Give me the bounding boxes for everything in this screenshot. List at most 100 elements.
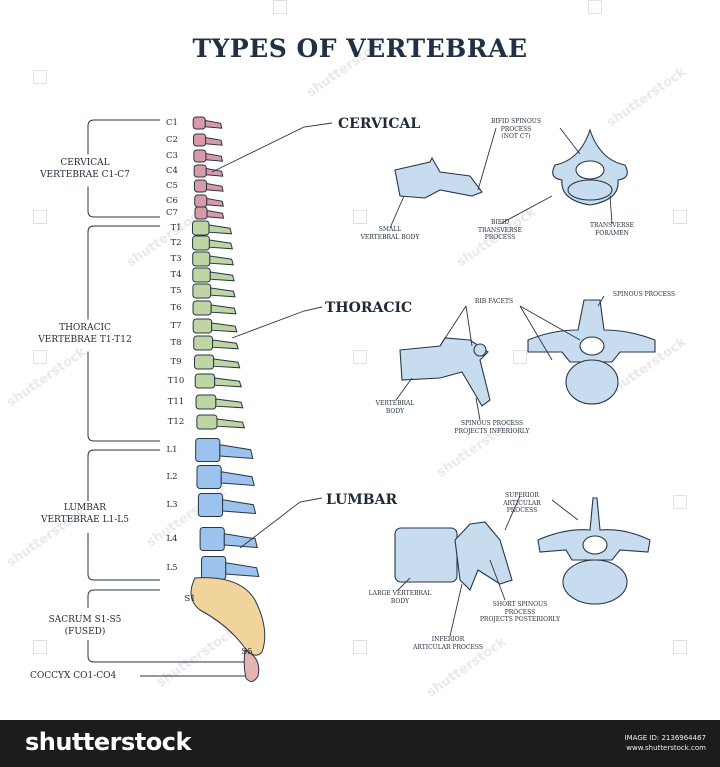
vertebra-t2-process [208,239,234,250]
ann-bifid-spinous-l2: PROCESS [500,125,532,133]
vertebra-l5-body [201,556,227,580]
level-label-c3: C3 [166,151,178,161]
level-label-c1: C1 [166,118,178,128]
vertebra-l2-process [220,471,255,487]
leader-line-1 [211,122,333,173]
leader-line-9 [439,305,467,347]
vertebra-t8 [193,335,239,351]
ann-bifid-transverse-l2: TRANSVERSE [478,226,522,234]
page-title: TYPES OF VERTEBRAE [192,34,528,63]
ann-inferior-articular-l1: INFERIOR [431,636,465,643]
watermark-square [33,350,47,364]
site-text: www.shutterstock.com [626,744,706,752]
vertebra-t7-process [211,322,238,333]
section-thoracic: THORACIC [325,300,413,316]
leader-line-14 [395,377,413,401]
vertebra-l3-process [222,499,257,515]
ann-bifid-transverse-l3: PROCESS [484,234,516,241]
ann-transverse-foramen-l2: FORAMEN [595,229,629,237]
level-label-t11: T11 [167,397,185,407]
section-cervical: CERVICAL [338,116,421,132]
leader-line-19 [489,559,506,601]
leader-line-12 [519,305,581,341]
footer-bar: shutterstock IMAGE ID: 2136964467 www.sh… [0,720,720,767]
leader-line-10 [465,305,473,347]
lumbar-side-body [394,527,458,583]
group-label-lumbar: LUMBAR VERTEBRAE L1-L5 [30,502,140,526]
vertebra-l1-body [195,438,221,462]
ann-small-body-l2: VERTEBRAL BODY [360,233,420,241]
watermark-square [33,640,47,654]
diagram-canvas: shutterstock shutterstock shutterstock s… [4,0,689,700]
level-label-l1: L1 [166,445,178,455]
watermark-square [673,495,687,509]
vertebra-c6-process [206,197,224,207]
image-id-text: IMAGE ID: 2136964467 [624,734,706,742]
level-label-c5: C5 [166,181,178,191]
vertebra-l4 [199,527,258,551]
vertebra-c5-process [206,182,224,192]
ann-short-spinous-l1: SHORT SPINOUS [492,601,548,608]
leader-line-17 [551,499,579,521]
group-lumbar-line2: VERTEBRAE L1-L5 [40,515,130,525]
bracket-thoracic-bottom [87,351,160,442]
group-cervical-line1: CERVICAL [60,158,110,168]
vertebra-c6-body [194,194,208,208]
ann-large-body-l1: LARGE VERTEBRAL [368,590,432,597]
leader-line-4 [477,127,497,191]
vertebra-t11-process [215,398,244,409]
vertebra-t10-process [214,377,242,388]
ann-large-body-l2: BODY [390,597,410,605]
vertebra-t3 [192,251,234,267]
watermark-square [33,70,47,84]
level-label-s1: S1 [184,594,196,604]
level-label-t9: T9 [170,357,182,367]
ann-vertebral-body: VERTEBRAL BODY [370,400,420,415]
vertebra-l5-process [225,562,260,578]
vertebra-t3-process [209,255,234,266]
sacrum [190,577,266,656]
lumbar-top-body [562,559,628,605]
ann-bifid-transverse: BIFID TRANSVERSE PROCESS [470,219,530,242]
vertebra-c7-body [194,206,208,220]
leader-lines [211,122,613,637]
ann-superior-articular-l2: ARTICULAR [503,499,541,507]
vertebra-t7 [192,318,238,334]
level-label-t2: T2 [170,238,182,248]
vertebra-c7-process [206,209,225,219]
ann-transverse-foramen: TRANSVERSE FORAMEN [582,222,642,237]
leader-line-11 [519,305,553,361]
leader-line-6 [389,195,405,229]
vertebra-t5-process [210,287,236,298]
level-label-l5: L5 [166,563,178,573]
vertebra-l2-body [196,465,222,489]
ann-superior-articular-l1: SUPERIOR [505,492,539,499]
vertebra-c3-body [193,149,207,163]
bracket-cervical-top [87,119,160,155]
watermark-square [273,0,287,14]
cervical-foramen [575,160,605,180]
level-label-t7: T7 [170,321,182,331]
vertebra-t3-body [192,251,211,267]
vertebra-l4-body [199,527,225,551]
group-lumbar-line1: LUMBAR [63,503,107,513]
ann-inferior-articular: INFERIOR ARTICULAR PROCESS [408,636,488,651]
section-lumbar: LUMBAR [326,492,398,508]
vertebra-l3-body [197,493,224,517]
vertebra-c5 [193,179,224,193]
level-label-l3: L3 [166,500,178,510]
vertebra-t7-body [192,318,213,334]
level-label-t1: T1 [170,223,182,233]
level-label-t3: T3 [170,254,182,264]
leader-line-7 [499,195,553,225]
lumbar-top-view [537,497,651,561]
vertebra-t5-body [192,283,212,299]
level-label-c7: C7 [166,208,178,218]
group-label-coccyx: COCCYX CO1-CO4 [30,671,117,681]
ann-spinous-inferiorly-l2: PROJECTS INFERIORLY [454,427,530,435]
vertebra-c5-body [193,179,208,193]
cervical-side-view [394,156,483,199]
vertebral-column [190,116,266,682]
bracket-lumbar-top [87,449,160,501]
vertebra-c2-body [193,133,207,147]
